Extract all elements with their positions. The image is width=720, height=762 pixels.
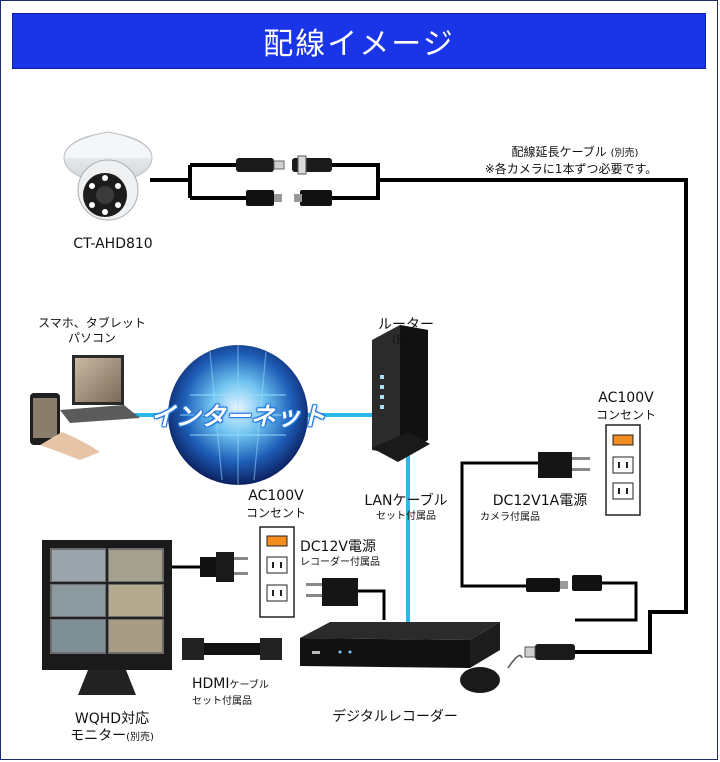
recorder-label: デジタルレコーダー xyxy=(332,709,458,725)
smartphone-icon xyxy=(30,393,100,460)
dc-plug-icon xyxy=(526,575,602,592)
outlet-left-label-1: AC100V xyxy=(248,488,304,504)
power-adapter-icon xyxy=(306,578,358,606)
devices-label-line2: パソコン xyxy=(67,331,116,345)
extension-cable-name: 配線延長ケーブル xyxy=(511,145,607,159)
monitor-icon xyxy=(42,540,172,695)
recorder-psu-label-1: DC12V電源 xyxy=(300,539,376,555)
monitor-note: (別売) xyxy=(126,732,154,743)
camera-psu-label-1: DC12V1A電源 xyxy=(492,493,588,509)
extension-cable-note: (別売) xyxy=(610,148,639,159)
extension-cable-label: 配線延長ケーブル (別売) xyxy=(470,143,680,160)
monitor-plug-icon xyxy=(200,552,248,582)
recorder-icon xyxy=(300,622,500,668)
camera-cable xyxy=(150,163,688,654)
devices-label-line1: スマホ、タブレット xyxy=(38,316,146,330)
hdmi-label-1: HDMIケーブル xyxy=(192,676,282,692)
power-outlet-icon xyxy=(605,424,641,516)
camera-psu-label-2: カメラ付属品 xyxy=(480,512,540,523)
router-icon xyxy=(372,325,430,462)
internet-label: インターネット xyxy=(150,402,326,431)
globe-icon xyxy=(168,345,308,485)
monitor-label-name: モニター xyxy=(70,728,127,744)
dc-plug-icon xyxy=(246,190,332,206)
power-adapter-icon xyxy=(538,452,590,478)
power-outlet-icon xyxy=(259,526,295,618)
bnc-connector-icon xyxy=(236,155,332,175)
outlet-right-label-2: コンセント xyxy=(595,408,656,422)
bnc-connector-icon xyxy=(524,644,575,660)
lan-cable-label-1: LANケーブル xyxy=(364,493,448,509)
router-label: ルーター xyxy=(378,317,434,333)
monitor-label-2: モニター(別売) xyxy=(52,725,172,745)
outlet-right-label-1: AC100V xyxy=(598,390,654,406)
outlet-left-label-2: コンセント xyxy=(245,506,306,520)
lan-cable-label-2: セット付属品 xyxy=(376,511,436,522)
router-note: (別売) xyxy=(392,335,420,346)
laptop-icon xyxy=(60,355,140,423)
recorder-psu-label-2: レコーダー付属品 xyxy=(300,557,380,568)
extension-cable-required-label: ※各カメラに1本ずつ必要です。 xyxy=(484,162,658,176)
hdmi-label-name: HDMI xyxy=(192,676,230,692)
hdmi-label-suffix: ケーブル xyxy=(229,680,269,691)
mouse-icon xyxy=(460,654,523,693)
title-bar: 配線イメージ xyxy=(12,13,706,69)
camera-model-label: CT-AHD810 xyxy=(73,236,153,252)
dome-camera-icon xyxy=(63,131,153,221)
recorder-power-cable xyxy=(358,589,386,620)
hdmi-label-2: セット付属品 xyxy=(192,696,252,707)
camera-power-cable xyxy=(460,461,638,622)
hdmi-plug-icon xyxy=(182,638,282,660)
page-title: 配線イメージ xyxy=(263,27,455,62)
monitor-label-1: WQHD対応 xyxy=(74,711,150,727)
